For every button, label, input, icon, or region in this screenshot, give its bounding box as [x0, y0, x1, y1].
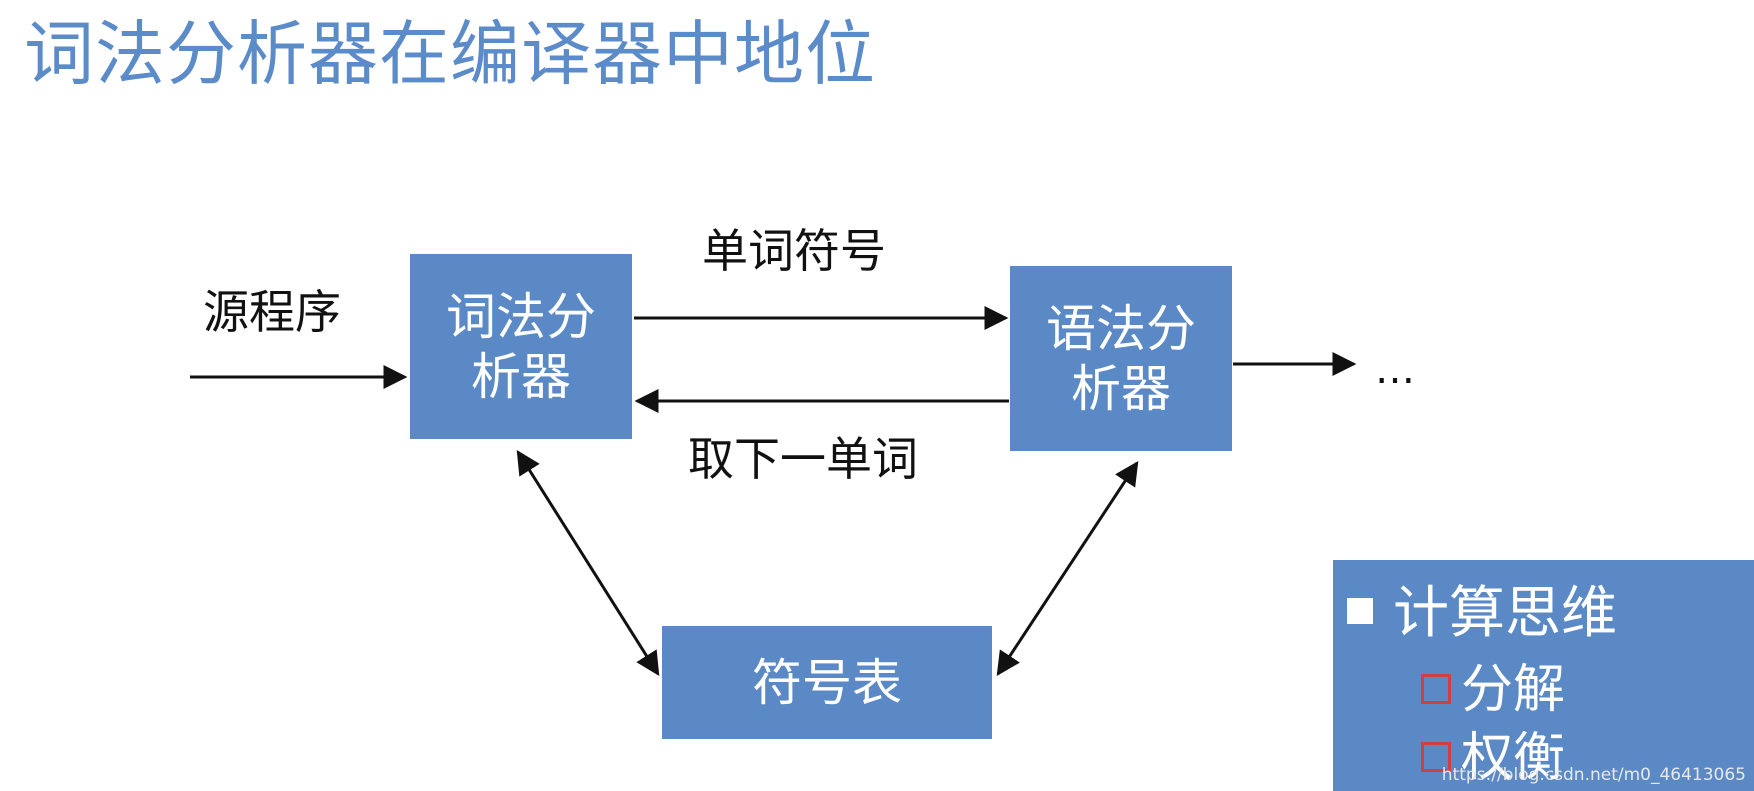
lexer-line-2: 析器: [471, 347, 571, 406]
page-title: 词法分析器在编译器中地位: [24, 13, 876, 95]
arrow-lexer-symtab: [516, 449, 660, 677]
note-item-text: 分解: [1461, 660, 1566, 720]
parser-line-1: 语法分: [1046, 299, 1196, 358]
bullet-square-icon: [1347, 597, 1373, 624]
label-next-token: 取下一单词: [688, 432, 918, 486]
arrow-parser-symtab: [996, 460, 1139, 677]
note-heading-text: 计算思维: [1393, 581, 1617, 646]
label-ellipsis: …: [1375, 347, 1415, 393]
computational-thinking-box: 计算思维 分解 权衡: [1333, 560, 1754, 791]
label-source-program: 源程序: [203, 285, 341, 339]
checkbox-square-icon: [1421, 742, 1451, 772]
symbol-table-label: 符号表: [752, 653, 902, 712]
parser-line-2: 析器: [1071, 359, 1171, 418]
note-item: 分解: [1421, 660, 1565, 720]
label-tokens: 单词符号: [702, 224, 886, 278]
note-heading: 计算思维: [1347, 582, 1617, 646]
lexer-box: 词法分 析器: [410, 254, 632, 439]
symbol-table-box: 符号表: [662, 626, 992, 739]
note-item-text: 权衡: [1461, 728, 1566, 788]
watermark: https://blog.csdn.net/m0_46413065: [1441, 765, 1746, 785]
parser-box: 语法分 析器: [1010, 266, 1232, 451]
lexer-line-1: 词法分: [446, 287, 596, 346]
note-item: 权衡: [1421, 728, 1565, 788]
checkbox-square-icon: [1421, 674, 1451, 704]
